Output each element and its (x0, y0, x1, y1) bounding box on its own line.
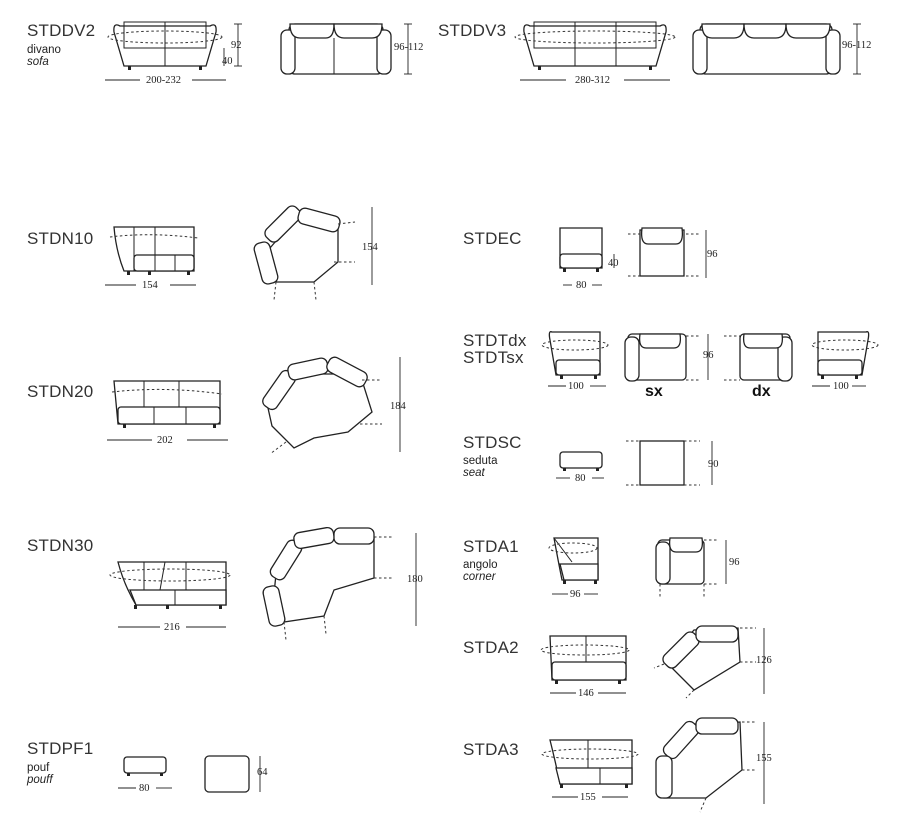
dim-stda2-width: 146 (578, 688, 594, 699)
dim-stda2-depth: 126 (756, 655, 772, 666)
stddv3-front-view (514, 21, 676, 81)
stdn10-top-view (253, 205, 373, 301)
dim-stdec-seat: 40 (608, 258, 619, 269)
subtitle-en-stdpf1: pouff (27, 774, 53, 786)
dim-stda1-width: 96 (570, 589, 581, 600)
dim-stdpf1-depth: 64 (257, 767, 268, 778)
code-stdtdx: STDTdx (463, 331, 527, 350)
stdn30-front-view (109, 561, 231, 628)
dim-stdt-depth: 96 (703, 350, 714, 361)
code-stdn30: STDN30 (27, 536, 94, 555)
dim-stddv2-height: 92 (231, 40, 242, 51)
dim-stddv2-seat: 40 (222, 56, 233, 67)
dim-stdec-width: 80 (576, 280, 587, 291)
dim-stdn10-width: 154 (142, 280, 158, 291)
dim-stdt-width-left: 100 (568, 381, 584, 392)
subtitle-en-stda1: corner (463, 571, 496, 583)
stda1-views (548, 537, 727, 598)
stdn20-front-view (107, 380, 228, 441)
dim-stdt-width-right: 100 (833, 381, 849, 392)
code-stddv3: STDDV3 (438, 21, 507, 40)
dim-stdn20-width: 202 (157, 435, 173, 446)
stddv3-top-view (692, 23, 861, 75)
dim-stdn10-depth: 154 (362, 242, 378, 253)
subtitle-en-stdsc: seat (463, 467, 485, 479)
subtitle-stdpf1: pouf (27, 762, 50, 774)
stdec-views (559, 227, 707, 286)
code-stda1: STDA1 (463, 537, 519, 556)
stdt-views (541, 331, 879, 387)
code-stddv2: STDDV2 (27, 21, 96, 40)
label-dx: dx (752, 383, 771, 400)
subtitle-stda1: angolo (463, 559, 498, 571)
dim-stdsc-width: 80 (575, 473, 586, 484)
stdsc-views (556, 440, 713, 486)
stddv2-top-view (280, 23, 412, 75)
code-stdsc: STDSC (463, 433, 522, 452)
stddv2-front-view (105, 21, 242, 81)
code-stda2: STDA2 (463, 638, 519, 657)
dim-stddv3-width: 280-312 (575, 75, 610, 86)
subtitle-stddv2: divano (27, 44, 61, 56)
subtitle-stdsc: seduta (463, 455, 498, 467)
dim-stdsc-depth: 90 (708, 459, 719, 470)
dim-stdn30-depth: 180 (407, 574, 423, 585)
dim-stddv2-width: 200-232 (146, 75, 181, 86)
code-stdtsx: STDTsx (463, 348, 524, 367)
stda3-views (541, 717, 765, 813)
stdn10-front-view (105, 226, 199, 286)
code-stdpf1: STDPF1 (27, 739, 94, 758)
code-stdn10: STDN10 (27, 229, 94, 248)
stdpf1-views (118, 755, 261, 793)
code-stdec: STDEC (463, 229, 522, 248)
dim-stddv3-depth: 96-112 (842, 40, 872, 51)
dim-stdn20-depth: 184 (390, 401, 406, 412)
dim-stda3-depth: 155 (756, 753, 772, 764)
dim-stda1-depth: 96 (729, 557, 740, 568)
dim-stdpf1-width: 80 (139, 783, 150, 794)
stda2-views (540, 625, 765, 699)
code-stdn20: STDN20 (27, 382, 94, 401)
dim-stdn30-width: 216 (164, 622, 180, 633)
subtitle-en-stddv2: sofa (27, 56, 49, 68)
label-sx: sx (645, 383, 663, 400)
stdn30-top-view (262, 526, 417, 641)
dim-stda3-width: 155 (580, 792, 596, 803)
dim-stddv2-depth: 96-112 (394, 42, 424, 53)
stdn20-top-view (262, 356, 401, 455)
code-stda3: STDA3 (463, 740, 519, 759)
dim-stdec-depth: 96 (707, 249, 718, 260)
